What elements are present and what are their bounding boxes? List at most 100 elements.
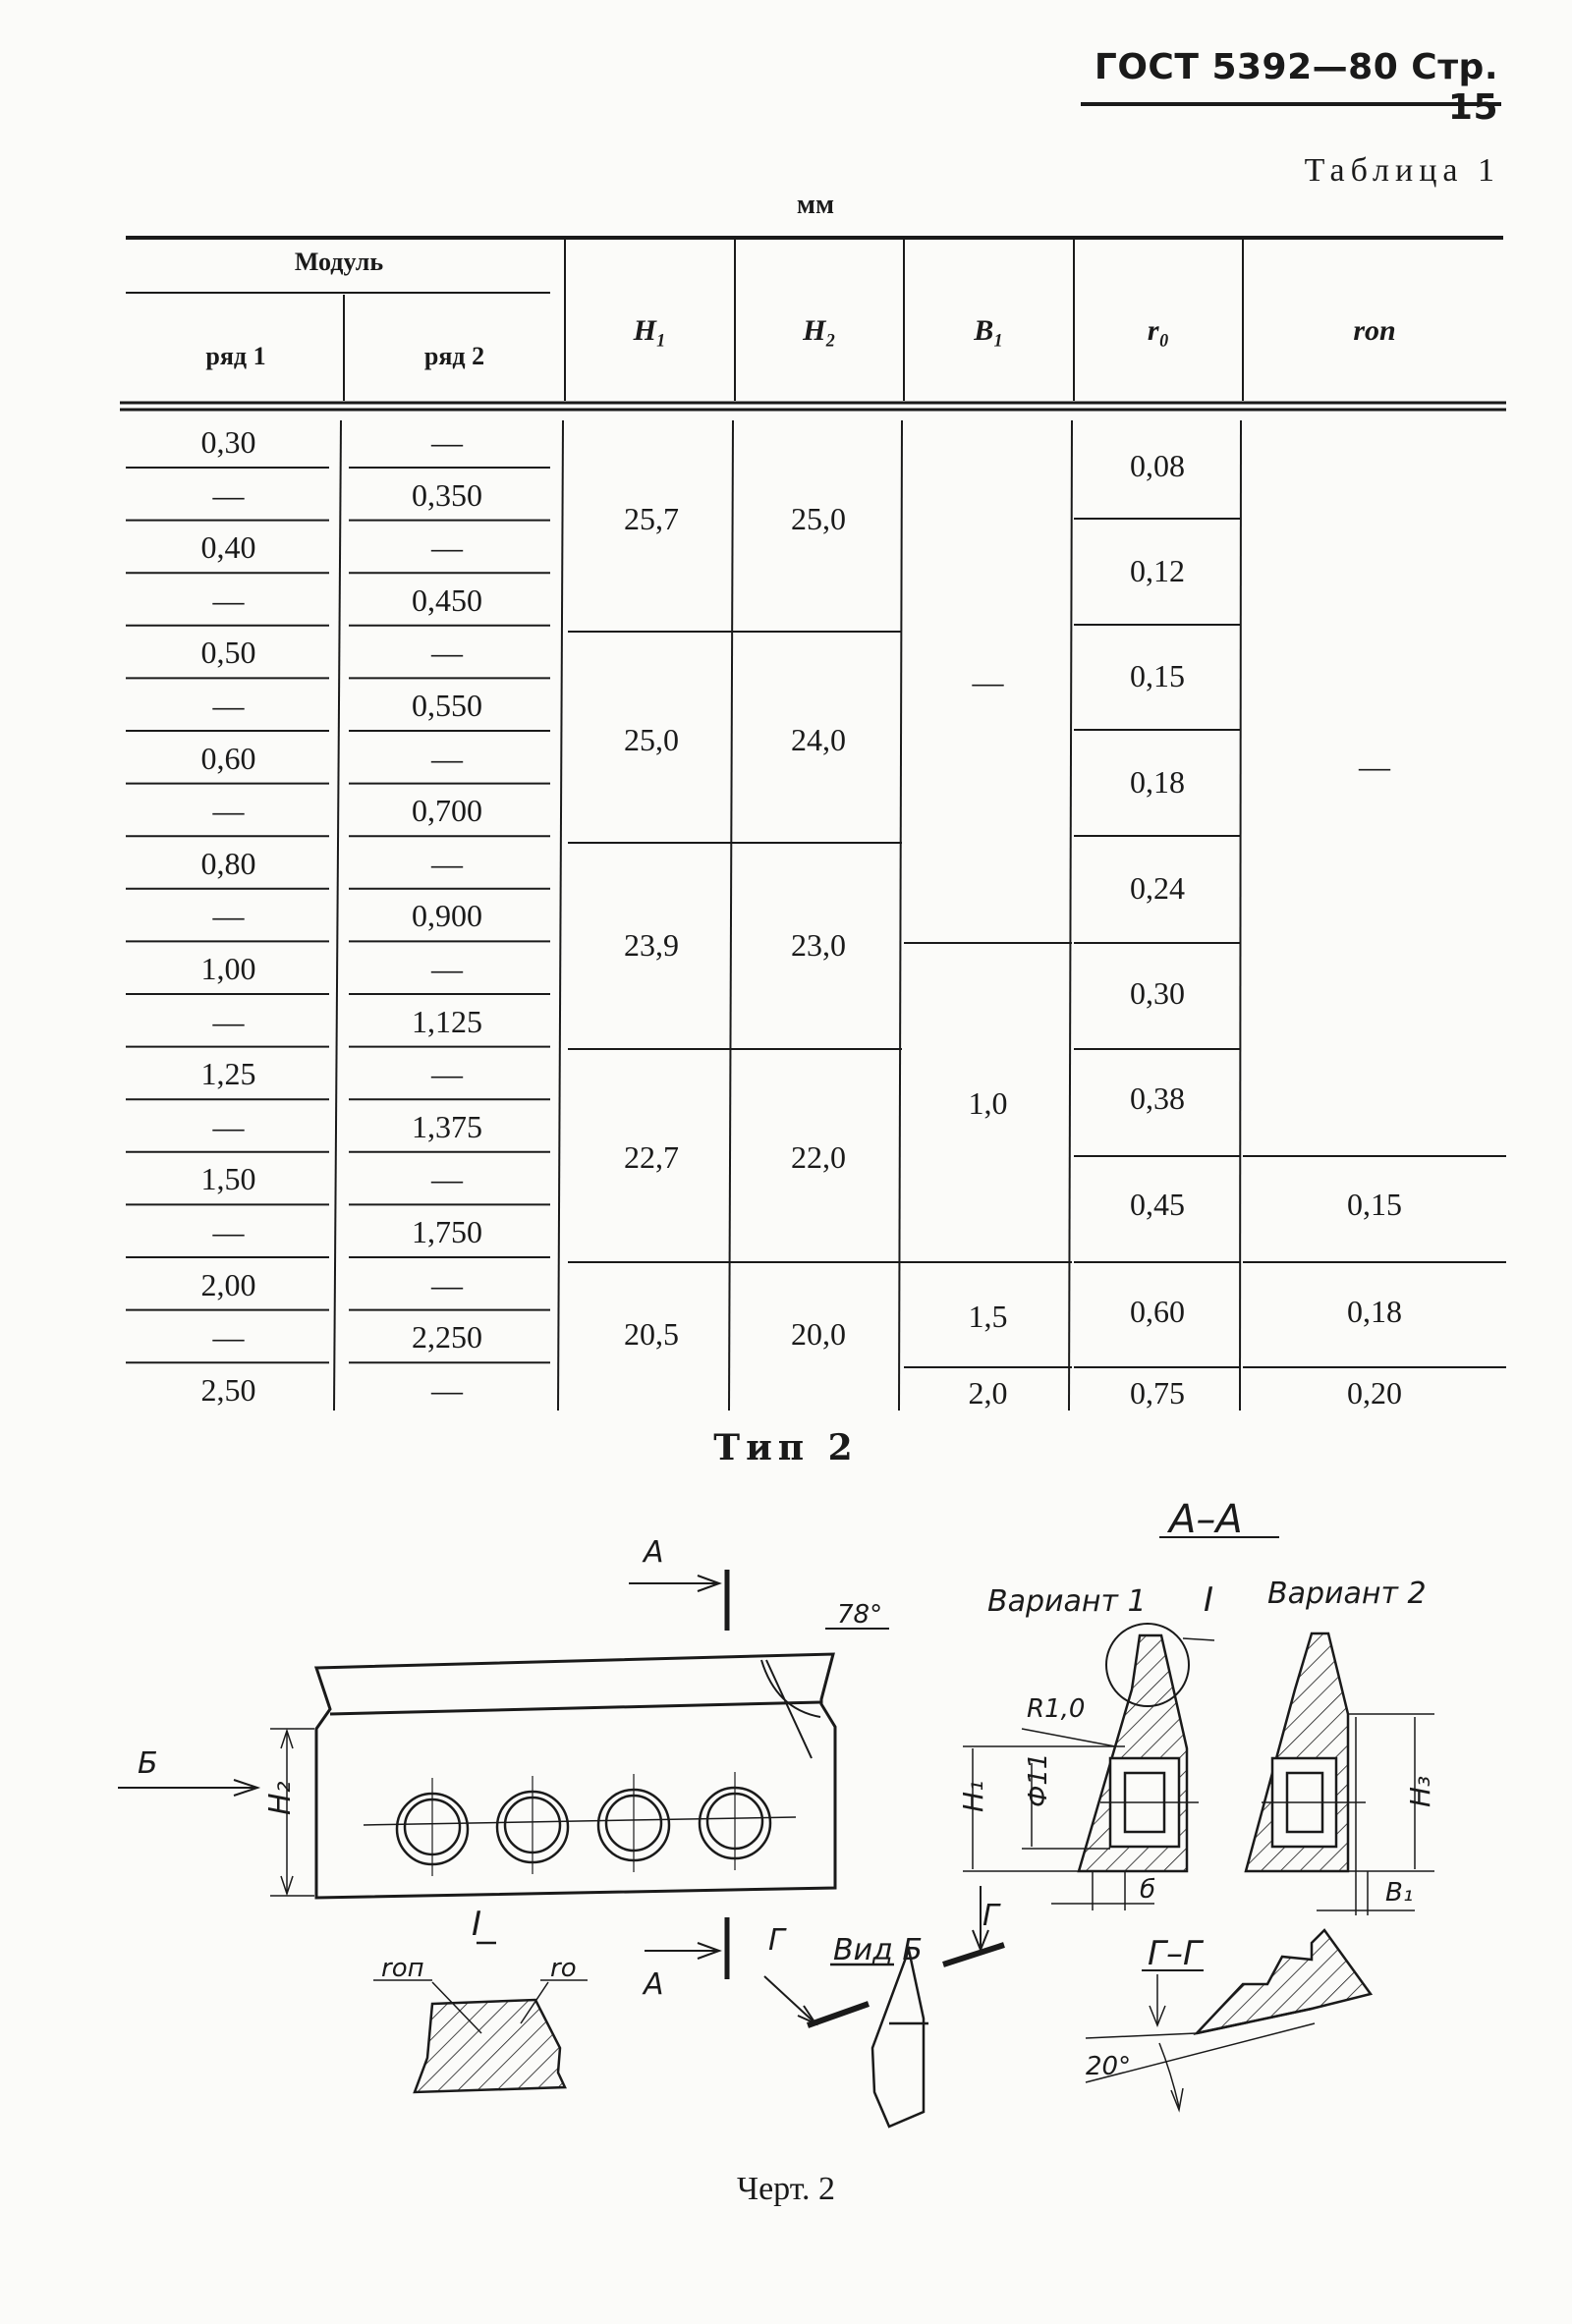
label-h2: H₂ xyxy=(263,1781,298,1815)
ron-value: 0,15 xyxy=(1347,1187,1402,1222)
modul-row1-cell: — xyxy=(212,581,245,618)
ron-value: 0,18 xyxy=(1347,1294,1402,1329)
label-gg: Г–Г xyxy=(1148,1934,1205,1973)
label-angle-20: 20° xyxy=(1086,2052,1131,2081)
modul-row1-cell: 0,50 xyxy=(200,635,256,671)
label-variant2: Вариант 2 xyxy=(1267,1577,1427,1611)
modul-row2-cell: 1,125 xyxy=(412,1003,482,1039)
modul-row1-cell: 1,50 xyxy=(200,1161,256,1197)
label-aa-title: А–А xyxy=(1166,1497,1243,1542)
modul-row1-cell: — xyxy=(212,898,245,934)
modul-row2-cell: 1,375 xyxy=(412,1108,482,1144)
table-grid xyxy=(120,236,1506,1411)
modul-row2-cell: — xyxy=(431,1266,463,1302)
h1-value: 25,7 xyxy=(624,501,679,536)
modul-row1-cell: 0,60 xyxy=(200,740,256,776)
r0-value: 0,60 xyxy=(1130,1294,1185,1329)
h1-value: 20,5 xyxy=(624,1316,679,1352)
r0-value: 0,45 xyxy=(1130,1187,1185,1222)
modul-row2-cell: 0,900 xyxy=(412,898,482,934)
h2-value: 25,0 xyxy=(791,501,846,536)
header-rule xyxy=(1081,102,1501,106)
header-h1: H₁ xyxy=(633,314,667,347)
header-h2: H₂ xyxy=(803,314,836,347)
view-b xyxy=(763,1886,1005,2129)
r0-value: 0,24 xyxy=(1130,870,1185,906)
header-r0: r₀ xyxy=(1147,314,1170,347)
modul-row1-cell: 1,00 xyxy=(200,951,256,986)
modul-row1-cell: — xyxy=(212,1214,245,1249)
label-b: б xyxy=(1140,1875,1155,1905)
modul-row1-cell: 2,50 xyxy=(200,1371,256,1408)
modul-row1-cell: 0,40 xyxy=(200,529,256,566)
table-units: мм xyxy=(796,190,835,220)
label-detail-i-mark: I xyxy=(1204,1580,1213,1620)
modul-row1-cell: — xyxy=(212,476,245,513)
modul-row2-cell: — xyxy=(431,529,463,566)
modul-row2-cell: — xyxy=(431,845,463,881)
r0-value: 0,30 xyxy=(1130,975,1185,1011)
r0-value: 0,15 xyxy=(1130,658,1185,693)
label-variant1: Вариант 1 xyxy=(987,1584,1147,1619)
header-row2: ряд 2 xyxy=(423,342,485,370)
section-aa xyxy=(963,1536,1434,1915)
r0-value: 0,75 xyxy=(1130,1375,1185,1411)
modul-row1-cell: — xyxy=(212,793,245,829)
label-section-a-bottom: А xyxy=(642,1967,664,2002)
header-row1: ряд 1 xyxy=(205,342,266,370)
label-r10: R1,0 xyxy=(1027,1694,1085,1724)
modul-row1-cell: — xyxy=(212,1003,245,1039)
ron-value: 0,20 xyxy=(1347,1375,1402,1411)
label-view-b: Вид Б xyxy=(833,1933,923,1967)
modul-row1-cell: 2,00 xyxy=(200,1266,256,1302)
ron-value: — xyxy=(1359,748,1390,784)
modul-row2-cell: — xyxy=(431,1371,463,1408)
r0-value: 0,18 xyxy=(1130,764,1185,800)
table-caption: Таблица 1 xyxy=(1304,152,1500,189)
modul-row2-cell: — xyxy=(431,740,463,776)
section-gg xyxy=(1085,1928,1374,2113)
h1-value: 25,0 xyxy=(624,722,679,757)
h2-value: 24,0 xyxy=(791,722,846,757)
label-view-b-arrow: Б xyxy=(138,1746,158,1781)
modul-row2-cell: — xyxy=(431,635,463,671)
label-h1: H₁ xyxy=(957,1781,989,1812)
main-view xyxy=(118,1570,889,1979)
label-phi11: Ф11 xyxy=(1024,1753,1053,1807)
modul-row1-cell: 0,80 xyxy=(200,845,256,881)
label-g-left: Г xyxy=(768,1923,787,1958)
r0-value: 0,38 xyxy=(1130,1080,1185,1116)
r0-value: 0,12 xyxy=(1130,553,1185,588)
modul-row2-cell: — xyxy=(431,951,463,986)
label-ron: rоп xyxy=(381,1954,424,1983)
modul-row1-cell: — xyxy=(212,1319,245,1356)
label-detail-i: I xyxy=(472,1905,481,1944)
modul-row1-cell: — xyxy=(212,688,245,723)
header-modul: Модуль xyxy=(294,248,384,276)
modul-row2-cell: — xyxy=(431,1161,463,1197)
h2-value: 20,0 xyxy=(791,1316,846,1352)
modul-row2-cell: 0,550 xyxy=(412,688,482,723)
detail-i xyxy=(373,1941,588,2094)
label-angle-78: 78° xyxy=(837,1600,882,1630)
type-title: Тип 2 xyxy=(713,1427,859,1468)
modul-row1-cell: 0,30 xyxy=(200,424,256,460)
r0-value: 0,08 xyxy=(1130,448,1185,483)
modul-row2-cell: — xyxy=(431,1056,463,1092)
label-g-right: Г xyxy=(982,1899,1001,1933)
page-header: ГОСТ 5392—80 Стр. 15 xyxy=(1094,47,1498,128)
modul-row1-cell: — xyxy=(212,1108,245,1144)
modul-row2-cell: 1,750 xyxy=(412,1214,482,1249)
label-h3: H₃ xyxy=(1404,1776,1436,1807)
modul-row2-cell: 0,350 xyxy=(412,476,482,513)
modul-row2-cell: 0,450 xyxy=(412,581,482,618)
label-b1: B₁ xyxy=(1385,1878,1413,1908)
b1-value: — xyxy=(972,664,1004,699)
header-b1: B₁ xyxy=(974,314,1004,347)
h1-value: 23,9 xyxy=(624,927,679,963)
modul-row2-cell: — xyxy=(431,424,463,460)
modul-row2-cell: 2,250 xyxy=(412,1319,482,1356)
header-ron: rоп xyxy=(1353,314,1396,347)
